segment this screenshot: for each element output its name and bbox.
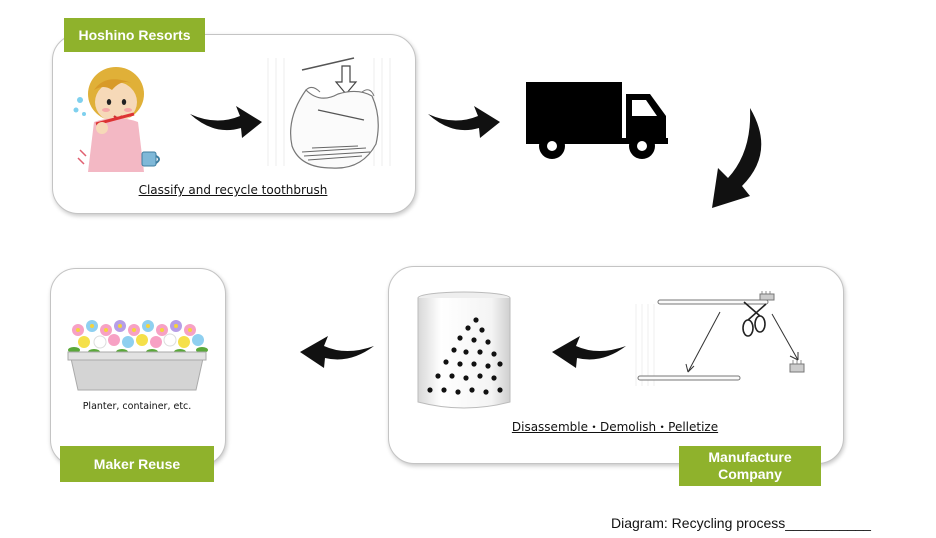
person-brushing-teeth-icon [73, 67, 160, 172]
stage1-caption: Classify and recycle toothbrush [138, 183, 328, 197]
stage2-caption: Disassemble・Demolish・Pelletize [511, 420, 719, 434]
toothbrush-disassembly-icon [635, 291, 805, 386]
arrow-icon [552, 336, 626, 368]
collection-bag-icon [267, 57, 391, 169]
manufacture-company-tag: Manufacture Company [679, 446, 821, 486]
maker-reuse-tag: Maker Reuse [60, 446, 214, 482]
pellet-beaker-icon [417, 291, 511, 409]
maker-reuse-tag-label: Maker Reuse [93, 456, 181, 472]
truck-icon [526, 82, 668, 159]
flower-planter-icon [67, 320, 208, 391]
stage3-note: Planter, container, etc. [82, 401, 192, 412]
diagram-caption: Diagram: Recycling process___________ [611, 515, 871, 531]
manufacture-company-tag-label: Manufacture Company [708, 449, 792, 482]
hoshino-resorts-tag: Hoshino Resorts [64, 18, 205, 52]
arrow-icon [190, 106, 262, 138]
arrow-icon [300, 336, 374, 368]
arrow-icon [712, 108, 762, 208]
hoshino-resorts-tag-label: Hoshino Resorts [78, 27, 191, 43]
arrow-icon [428, 106, 500, 138]
